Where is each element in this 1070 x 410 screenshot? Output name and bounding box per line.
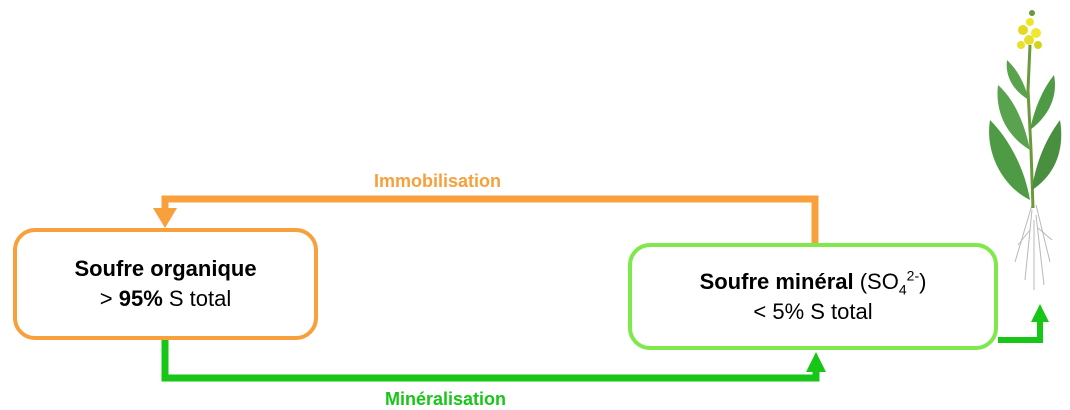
mineral-sulfur-title: Soufre minéral <box>699 268 854 294</box>
immobilisation-arrow <box>153 195 819 243</box>
organic-share-unit: S total <box>168 286 232 311</box>
mineral-sulfur-heading: Soufre minéral (SO42-) <box>700 267 927 297</box>
mineralisation-label: Minéralisation <box>385 389 507 409</box>
plant-uptake-arrow <box>998 304 1049 343</box>
organic-share-value: 95% <box>118 286 163 311</box>
formula-subscript: 4 <box>898 280 907 297</box>
rapeseed-plant-icon <box>989 10 1062 290</box>
formula-open: (SO <box>859 268 899 294</box>
formula-superscript: 2- <box>906 267 920 284</box>
mineralisation-arrow <box>161 340 826 382</box>
organic-share-symbol: > <box>99 286 113 311</box>
sulfate-formula: (SO42-) <box>859 267 927 297</box>
mineral-sulfur-share: < 5% S total <box>753 298 873 324</box>
mineral-sulfur-box: Soufre minéral (SO42-) < 5% S total <box>628 243 998 350</box>
formula-close: ) <box>919 268 927 294</box>
immobilisation-label: Immobilisation <box>374 171 502 191</box>
organic-sulfur-title: Soufre organique <box>74 256 257 281</box>
organic-sulfur-box: Soufre organique > 95% S total <box>13 228 318 340</box>
organic-sulfur-share: > 95% S total <box>100 284 232 314</box>
